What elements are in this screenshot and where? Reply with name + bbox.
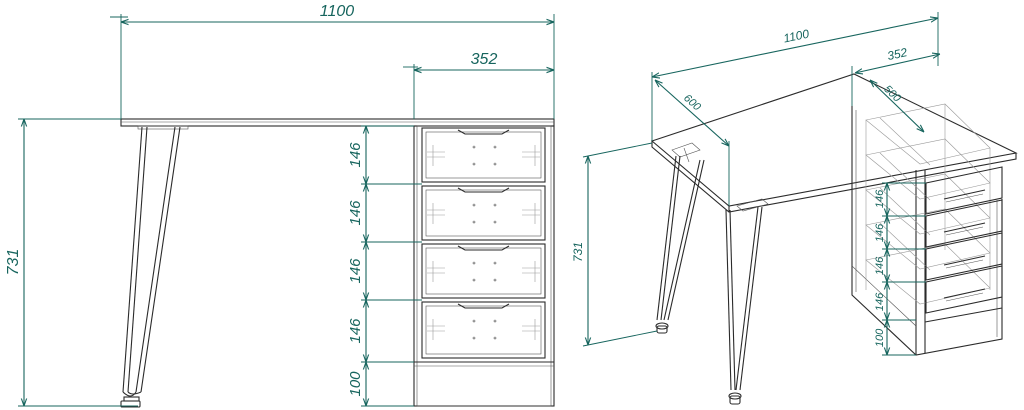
- front-drawer: [421, 185, 546, 241]
- front-drawer-height-label: 146: [347, 258, 364, 284]
- iso-drawer-height-label: 146: [874, 223, 886, 242]
- front-drawer-height-label: 146: [347, 318, 364, 344]
- front-drawer: [421, 127, 546, 183]
- iso-desktop: [650, 73, 1018, 213]
- iso-drawer-dimensions: 146 146 146 146 100: [874, 182, 926, 356]
- front-width-label: 1100: [320, 3, 355, 20]
- front-height-dimension: 731: [5, 118, 138, 407]
- iso-drawer-height-label: 146: [874, 256, 886, 275]
- iso-pedestal-width-dimension: 352: [851, 45, 940, 106]
- iso-drawers: [925, 166, 1003, 314]
- front-drawer-height-label: 146: [347, 142, 364, 168]
- iso-height-label: 731: [571, 242, 585, 262]
- front-drawer-height-label: 146: [347, 200, 364, 226]
- iso-view: 1100 352 600 500 731: [571, 12, 1018, 405]
- front-height-label: 731: [5, 249, 22, 276]
- front-desktop: [120, 118, 555, 127]
- front-drawer: [421, 301, 546, 359]
- iso-hairpin-leg-back: [655, 155, 705, 334]
- front-plinth-height-label: 100: [347, 371, 364, 397]
- front-hairpin-leg: [120, 126, 181, 408]
- iso-plinth-height-label: 100: [874, 328, 886, 347]
- iso-drawer: [925, 232, 1003, 281]
- front-pedestal-width-dimension: 352: [403, 51, 554, 119]
- iso-height-dimension: 731: [571, 142, 658, 347]
- iso-hairpin-leg-front: [725, 206, 763, 405]
- front-drawer-dimensions: 146 146 146 146 100: [347, 125, 422, 407]
- iso-pedestal-depth-dimension: 500: [870, 80, 924, 132]
- iso-drawer: [925, 166, 1003, 215]
- front-drawer: [421, 243, 546, 299]
- front-view: 1100 352 731 14: [5, 3, 555, 408]
- front-pedestal: [413, 125, 555, 407]
- front-pedestal-width-label: 352: [471, 51, 498, 68]
- front-width-dimension: 1100: [110, 3, 555, 119]
- iso-drawer-height-label: 146: [874, 292, 886, 311]
- iso-pedestal-width-label: 352: [886, 45, 909, 63]
- iso-drawer: [925, 265, 1003, 314]
- front-drawers: [421, 127, 546, 359]
- iso-depth-label: 600: [681, 92, 703, 114]
- iso-drawer: [925, 199, 1003, 248]
- iso-width-dimension: 1100: [652, 12, 938, 141]
- iso-pedestal-depth-label: 500: [881, 83, 903, 105]
- iso-drawer-height-label: 146: [874, 189, 886, 208]
- iso-width-label: 1100: [782, 27, 810, 46]
